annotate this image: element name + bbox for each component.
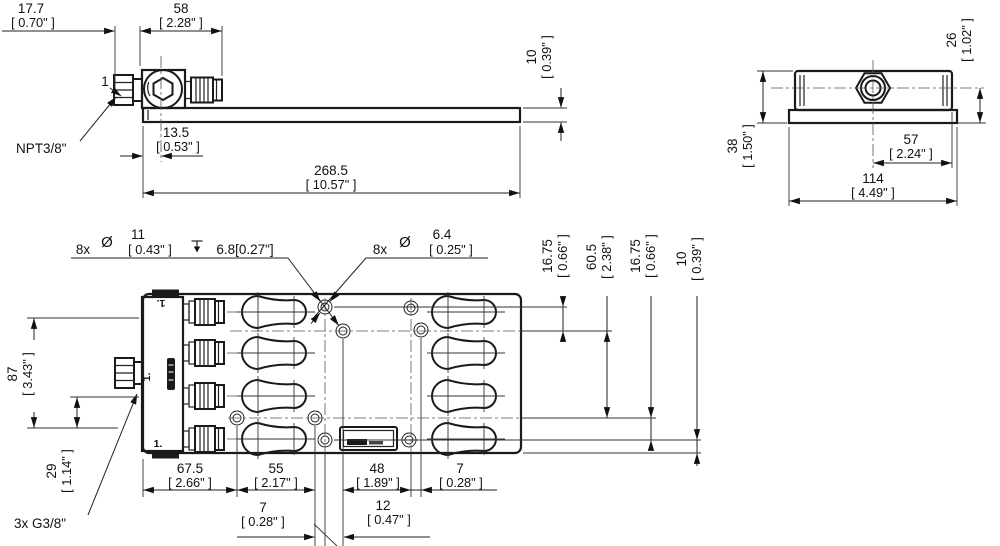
- npt-thread-label: NPT3/8": [16, 141, 67, 156]
- dim-16-75a-mm: 16.75: [540, 239, 555, 273]
- dim-60-5-in: [ 2.38" ]: [599, 235, 614, 279]
- dim-overall-length-in: [ 10.57" ]: [306, 177, 357, 192]
- thru-dia-mm: 6.4: [433, 227, 452, 242]
- npt-fitting: [113, 74, 143, 106]
- dim-48-in: [ 1.89" ]: [356, 475, 400, 490]
- dim-7a-in: [ 0.28" ]: [439, 475, 483, 490]
- dim-7a-mm: 7: [456, 461, 464, 476]
- g38-side-fitting: [114, 357, 144, 389]
- port-marker-label: 1: [101, 74, 109, 89]
- plate-marker-bottom: 1.: [154, 438, 163, 450]
- dim-87-mm: 87: [5, 366, 20, 381]
- mounting-tab-bottom: [152, 451, 179, 459]
- thru-dia-in: [ 0.25" ]: [429, 242, 473, 257]
- brand-logo: [167, 358, 175, 390]
- product-label: [339, 426, 398, 451]
- dim-overall-width-mm: 114: [862, 171, 884, 186]
- dim-60-5-mm: 60.5: [584, 244, 599, 270]
- side-view: 17.7 [ 0.70" ] 58 [ 2.28" ] 13.5 [ 0.53"…: [2, 1, 567, 198]
- diameter-symbol-icon: Ø: [101, 234, 113, 251]
- plan-view: 1. 1. 1. 8x Ø 11 [ 0.43" ] 6.8[0.27"]: [5, 227, 704, 546]
- g-thread-label: 3x G3/8": [14, 516, 66, 531]
- dim-flats-in: [ 0.70" ]: [11, 15, 55, 30]
- push-in-connector-2: [182, 339, 241, 367]
- plate-marker-top: 1.: [157, 297, 166, 309]
- dim-29-mm: 29: [44, 463, 59, 478]
- dim-overall-height-in: [ 1.50" ]: [740, 124, 755, 168]
- dim-thickness-in: [ 0.39" ]: [539, 35, 554, 79]
- dim-16-75a-in: [ 0.66" ]: [555, 234, 570, 278]
- mounting-tab-top: [152, 289, 179, 297]
- dim-overall-width-in: [ 4.49" ]: [851, 185, 895, 200]
- dim-7b-in: [ 0.28" ]: [241, 514, 285, 529]
- valve-slot: [236, 332, 316, 374]
- dim-fitting-length-in: [ 2.28" ]: [159, 15, 203, 30]
- dim-67-5-mm: 67.5: [177, 461, 203, 476]
- valve-slot: [236, 375, 316, 417]
- dim-16-75b-in: [ 0.66" ]: [643, 234, 658, 278]
- through-hole-callout: 8x Ø 6.4 [ 0.25" ]: [310, 227, 488, 324]
- valve-slot: [236, 291, 316, 333]
- port-plug-circle: [143, 69, 183, 109]
- dim-16-75b-mm: 16.75: [628, 239, 643, 273]
- counterbore-hole: [413, 322, 429, 338]
- end-view: 26 [ 1.02" ] 38 [ 1.50" ] 57 [ 2.24" ] 1…: [725, 18, 986, 206]
- dim-55-in: [ 2.17" ]: [254, 475, 298, 490]
- dim-thickness-mm: 10: [524, 49, 539, 64]
- push-in-connector-side: [184, 76, 223, 104]
- dim-overall-length-mm: 268.5: [314, 163, 348, 178]
- push-in-connector-3: [182, 382, 241, 410]
- dim-port-offset-mm: 13.5: [163, 125, 189, 140]
- dim-7b-mm: 7: [259, 500, 267, 515]
- dim-48-mm: 48: [369, 461, 384, 476]
- counterbore-callout: 8x Ø 11 [ 0.43" ] 6.8[0.27"]: [71, 227, 339, 326]
- hex-socket-icon: [152, 76, 174, 102]
- plate-marker-middle: 1.: [141, 373, 153, 382]
- dim-10-plan-mm: 10: [674, 251, 689, 266]
- cbore-dia-mm: 11: [131, 227, 145, 242]
- push-in-connector-1: [182, 298, 241, 326]
- cbore-qty: 8x: [76, 242, 91, 257]
- valve-slot: [426, 332, 506, 374]
- dim-port-height-mm: 26: [944, 32, 959, 47]
- dim-55-mm: 55: [268, 461, 283, 476]
- dim-port-to-edge-in: [ 2.24" ]: [889, 146, 933, 161]
- cbore-depth: 6.8[0.27"]: [216, 242, 273, 257]
- dim-10-plan-in: [ 0.39" ]: [689, 237, 704, 281]
- dim-29-in: [ 1.14" ]: [59, 449, 74, 493]
- dim-67-5-in: [ 2.66" ]: [168, 475, 212, 490]
- cbore-dia-in: [ 0.43" ]: [128, 242, 172, 257]
- thru-qty: 8x: [373, 242, 388, 257]
- dim-overall-height-mm: 38: [725, 138, 740, 153]
- dim-87-in: [ 3.43" ]: [20, 352, 35, 396]
- dim-12-mm: 12: [375, 498, 390, 513]
- dim-flats-mm: 17.7: [18, 1, 44, 16]
- dim-port-to-edge-mm: 57: [903, 132, 918, 147]
- manifold-plate-edge: [141, 106, 522, 124]
- depth-symbol-icon: [191, 240, 203, 253]
- dim-port-height-in: [ 1.02" ]: [959, 18, 974, 62]
- push-in-connector-4: [182, 425, 241, 453]
- diameter-symbol-icon: Ø: [399, 234, 411, 251]
- dim-port-offset-in: [ 0.53" ]: [156, 139, 200, 154]
- manifold-body: [793, 69, 954, 112]
- dim-fitting-length-mm: 58: [173, 1, 188, 16]
- dim-12-in: [ 0.47" ]: [367, 512, 411, 527]
- valve-slot: [426, 375, 506, 417]
- valve-slot: [426, 291, 506, 333]
